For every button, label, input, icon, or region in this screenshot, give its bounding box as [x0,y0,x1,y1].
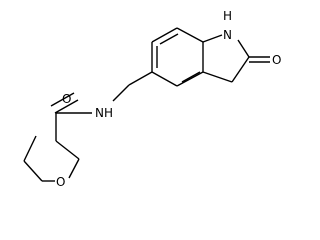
bond-ar-c7-c6-inner [159,33,179,45]
bond-ch2-to-ring [128,71,153,86]
bond-c3-c4-thf [23,135,37,162]
bond-ar-c7-c6 [151,27,178,43]
bond-c2-n1 [237,39,250,58]
bond-carbonyl-double-2 [50,92,75,107]
chemical-structure-diagram: O NH O H N O [23,9,281,189]
atom-label-lactam-o: O [272,53,281,67]
atom-label-amide-o: O [62,92,71,106]
atom-labels: O NH O H N O [56,9,281,189]
bond-c3-c2 [231,56,250,83]
bond-n1-c7a [202,34,223,43]
bond-ar-c7a-c7 [176,27,204,43]
bond-c4-c5-thf [23,160,43,182]
bond-carbonyl-double-1 [54,99,79,114]
atom-label-amide-nh: NH [95,106,113,120]
atom-label-lactam-h: H [223,9,232,23]
atom-label-lactam-n: N [223,28,232,42]
bond-c4a-c3 [202,71,233,83]
bond-ar-c4-c4a [176,71,204,87]
bond-ar-c5-c4 [151,71,178,87]
bond-n-to-ch2 [112,84,130,102]
bond-c2-c3-thf [55,140,80,160]
atom-label-thf-o: O [56,175,65,189]
bond-o-c2-thf [68,158,80,179]
bond-ar-c4-c4a-inner [181,71,201,83]
bonds [23,27,270,182]
